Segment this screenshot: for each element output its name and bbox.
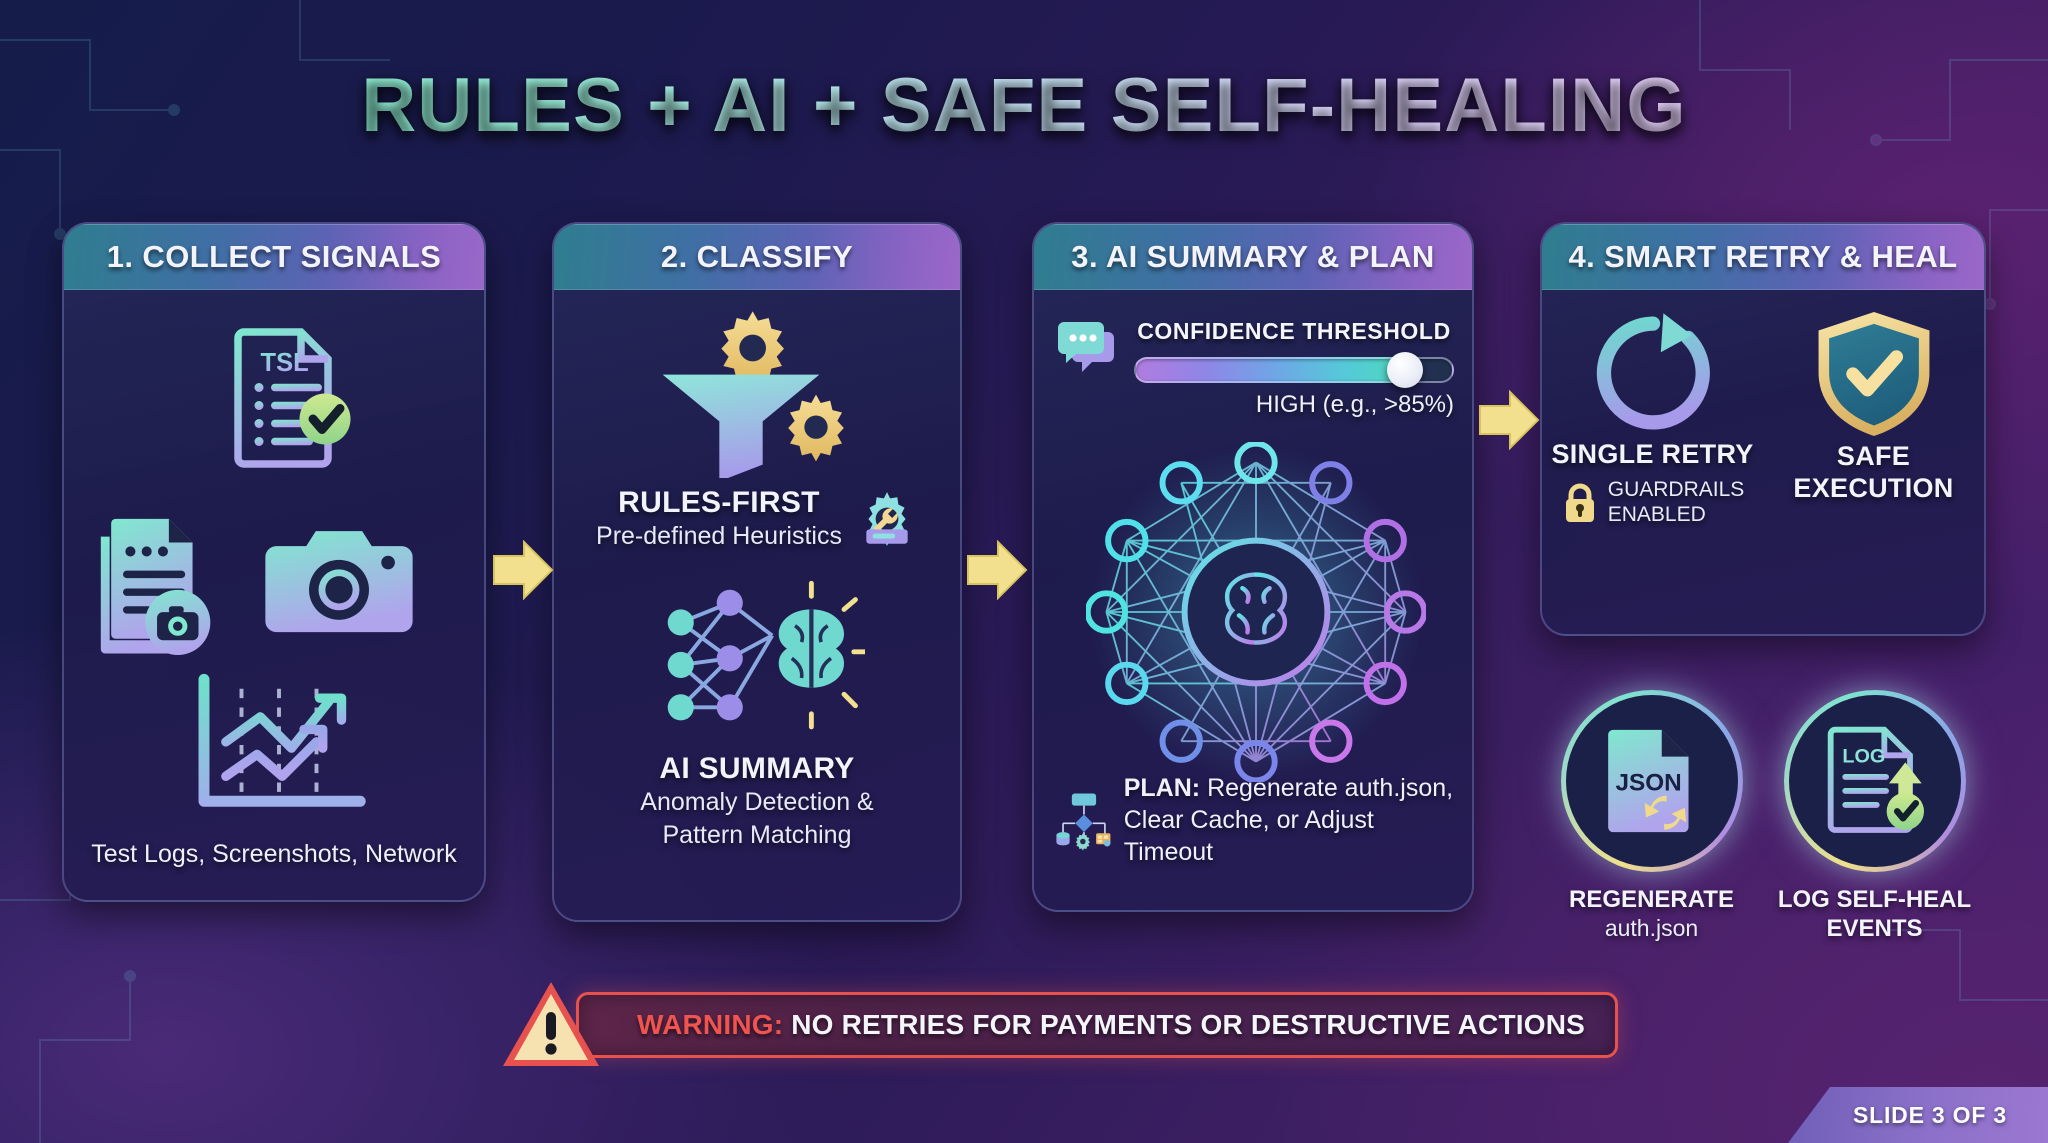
panel-header-label: 2. CLASSIFY	[660, 238, 854, 274]
panel-header-label: 4. SMART RETRY & HEAL	[1568, 238, 1958, 274]
guardrails-line1: GUARDRAILS	[1607, 478, 1745, 502]
rules-first-title: RULES-FIRST	[618, 486, 820, 519]
slide-counter-ribbon: SLIDE 3 OF 3	[1788, 1087, 2048, 1143]
flow-arrow-3	[1479, 390, 1540, 450]
panel-header-ai-summary-plan: 3. AI SUMMARY & PLAN	[1034, 224, 1472, 290]
document-screenshot-icon	[100, 518, 211, 656]
slide-counter-label: SLIDE 3 OF 3	[1852, 1101, 2008, 1128]
svg-text:JSON: JSON	[1615, 770, 1681, 797]
collect-signals-caption: Test Logs, Screenshots, Network	[91, 840, 457, 869]
badge-log-caption-line1: LOG SELF-HEAL	[1777, 886, 1972, 913]
confidence-threshold-slider[interactable]	[1134, 352, 1454, 388]
badge-log-caption: LOG SELF-HEAL EVENTS	[1775, 886, 1975, 944]
ai-summary-block: AI SUMMARY Anomaly Detection & Pattern M…	[554, 752, 960, 851]
safe-execution-line1: SAFE	[1836, 441, 1911, 471]
chat-bubbles-icon	[1058, 322, 1114, 372]
badge-ring: LOG	[1784, 690, 1966, 872]
badge-regenerate-caption: REGENERATE	[1569, 886, 1734, 913]
safe-execution-line2: EXECUTION	[1793, 473, 1954, 504]
badge-log-caption-line2: EVENTS	[1826, 914, 1923, 942]
panel-ai-summary-plan[interactable]: 3. AI SUMMARY & PLAN CONFIDENCE THRESHOL…	[1032, 222, 1474, 912]
panel-smart-retry-heal[interactable]: 4. SMART RETRY & HEAL	[1540, 222, 1986, 636]
panel-body-ai-summary-plan: CONFIDENCE THRESHOLD HIGH (e.g., >85%)	[1034, 290, 1472, 910]
funnel-gear-icon	[662, 311, 844, 478]
warning-banner: WARNING: NO RETRIES FOR PAYMENTS OR DEST…	[500, 978, 1619, 1072]
guardrails-row: GUARDRAILS ENABLED	[1561, 478, 1745, 526]
badge-log-self-heal[interactable]: LOG LOG SELF-HEAL EVENTS	[1775, 690, 1975, 944]
svg-text:LOG: LOG	[1842, 745, 1885, 767]
threshold-slider-column: CONFIDENCE THRESHOLD HIGH (e.g., >85%)	[1134, 318, 1454, 419]
ai-summary-subtitle-line2: Pattern Matching	[662, 820, 852, 849]
badge-ring: JSON	[1561, 690, 1743, 872]
slide-title-container: RULES + AI + SAFE SELF-HEALING	[0, 62, 2048, 149]
gear-wrench-icon	[866, 492, 908, 547]
warning-body: NO RETRIES FOR PAYMENTS OR DESTRUCTIVE A…	[783, 1009, 1586, 1040]
rules-first-block: RULES-FIRST Pre-defined Heuristics	[554, 486, 960, 553]
pipeline-panels: 1. COLLECT SIGNALS	[0, 222, 2048, 922]
warning-keyword: WARNING:	[637, 1009, 784, 1040]
self-heal-badges: JSON REGENERATE auth.json LOG	[1540, 690, 1986, 944]
confidence-threshold-label: CONFIDENCE THRESHOLD	[1137, 318, 1451, 344]
shield-check-icon	[1818, 311, 1929, 437]
badge-regenerate-subtitle: auth.json	[1604, 914, 1699, 941]
panel-header-collect-signals: 1. COLLECT SIGNALS	[64, 224, 484, 290]
panel-body-smart-retry-heal: SINGLE RETRY GUARDRAILS ENABLED	[1542, 290, 1984, 634]
guardrails-status: GUARDRAILS ENABLED	[1608, 478, 1745, 526]
safe-execution-column: SAFE EXECUTION	[1763, 290, 1984, 634]
panel-header-smart-retry-heal: 4. SMART RETRY & HEAL	[1542, 224, 1984, 290]
lock-icon	[1565, 483, 1594, 522]
plan-body-text: Regenerate auth.json, Clear Cache, or Ad…	[1123, 774, 1454, 866]
tsl-document-check-icon: TSL	[234, 328, 351, 468]
ai-summary-subtitle-line1: Anomaly Detection &	[640, 788, 874, 816]
panel-header-label: 1. COLLECT SIGNALS	[106, 238, 442, 274]
panel-body-classify: RULES-FIRST Pre-defined Heuristics	[554, 290, 960, 920]
plan-row: PLAN: Regenerate auth.json, Clear Cache,…	[1052, 764, 1458, 876]
ai-summary-title: AI SUMMARY	[659, 752, 855, 785]
panel-body-collect-signals: TSL	[64, 290, 484, 900]
guardrails-line2: ENABLED	[1607, 502, 1706, 526]
safe-execution-title: SAFE EXECUTION	[1793, 440, 1953, 505]
neural-brain-icon	[667, 580, 865, 730]
panel-collect-signals[interactable]: 1. COLLECT SIGNALS	[62, 222, 486, 902]
line-chart-trend-icon	[198, 673, 366, 807]
slider-handle[interactable]	[1386, 352, 1423, 388]
plan-description: PLAN: Regenerate auth.json, Clear Cache,…	[1124, 772, 1458, 868]
signal-icon-group: TSL	[64, 290, 484, 807]
single-retry-title: SINGLE RETRY	[1551, 439, 1754, 469]
panel-classify[interactable]: 2. CLASSIFY	[552, 222, 962, 922]
panel-header-label: 3. AI SUMMARY & PLAN	[1071, 238, 1435, 274]
warning-message-box: WARNING: NO RETRIES FOR PAYMENTS OR DEST…	[576, 992, 1619, 1058]
page-title: RULES + AI + SAFE SELF-HEALING	[361, 63, 1687, 148]
neural-network-brain-icon	[1086, 442, 1426, 782]
log-file-upload-check-icon: LOG	[1827, 726, 1924, 833]
svg-text:TSL: TSL	[261, 349, 309, 377]
confidence-threshold-value: HIGH (e.g., >85%)	[1255, 391, 1454, 418]
camera-icon	[265, 531, 413, 633]
plan-keyword: PLAN:	[1123, 774, 1201, 802]
flow-arrow-1	[493, 540, 554, 600]
confidence-threshold-group: CONFIDENCE THRESHOLD HIGH (e.g., >85%)	[1056, 318, 1454, 419]
flow-arrow-2	[967, 540, 1028, 600]
badge-regenerate[interactable]: JSON REGENERATE auth.json	[1552, 690, 1752, 944]
panel-header-classify: 2. CLASSIFY	[554, 224, 960, 290]
flowchart-icon	[1056, 793, 1111, 851]
rules-first-subtitle: Pre-defined Heuristics	[596, 522, 842, 550]
json-file-refresh-icon: JSON	[1607, 729, 1689, 833]
single-retry-column: SINGLE RETRY GUARDRAILS ENABLED	[1542, 290, 1763, 634]
warning-triangle-icon	[503, 982, 599, 1066]
refresh-retry-icon	[1596, 313, 1710, 430]
warning-message: WARNING: NO RETRIES FOR PAYMENTS OR DEST…	[637, 1009, 1585, 1041]
